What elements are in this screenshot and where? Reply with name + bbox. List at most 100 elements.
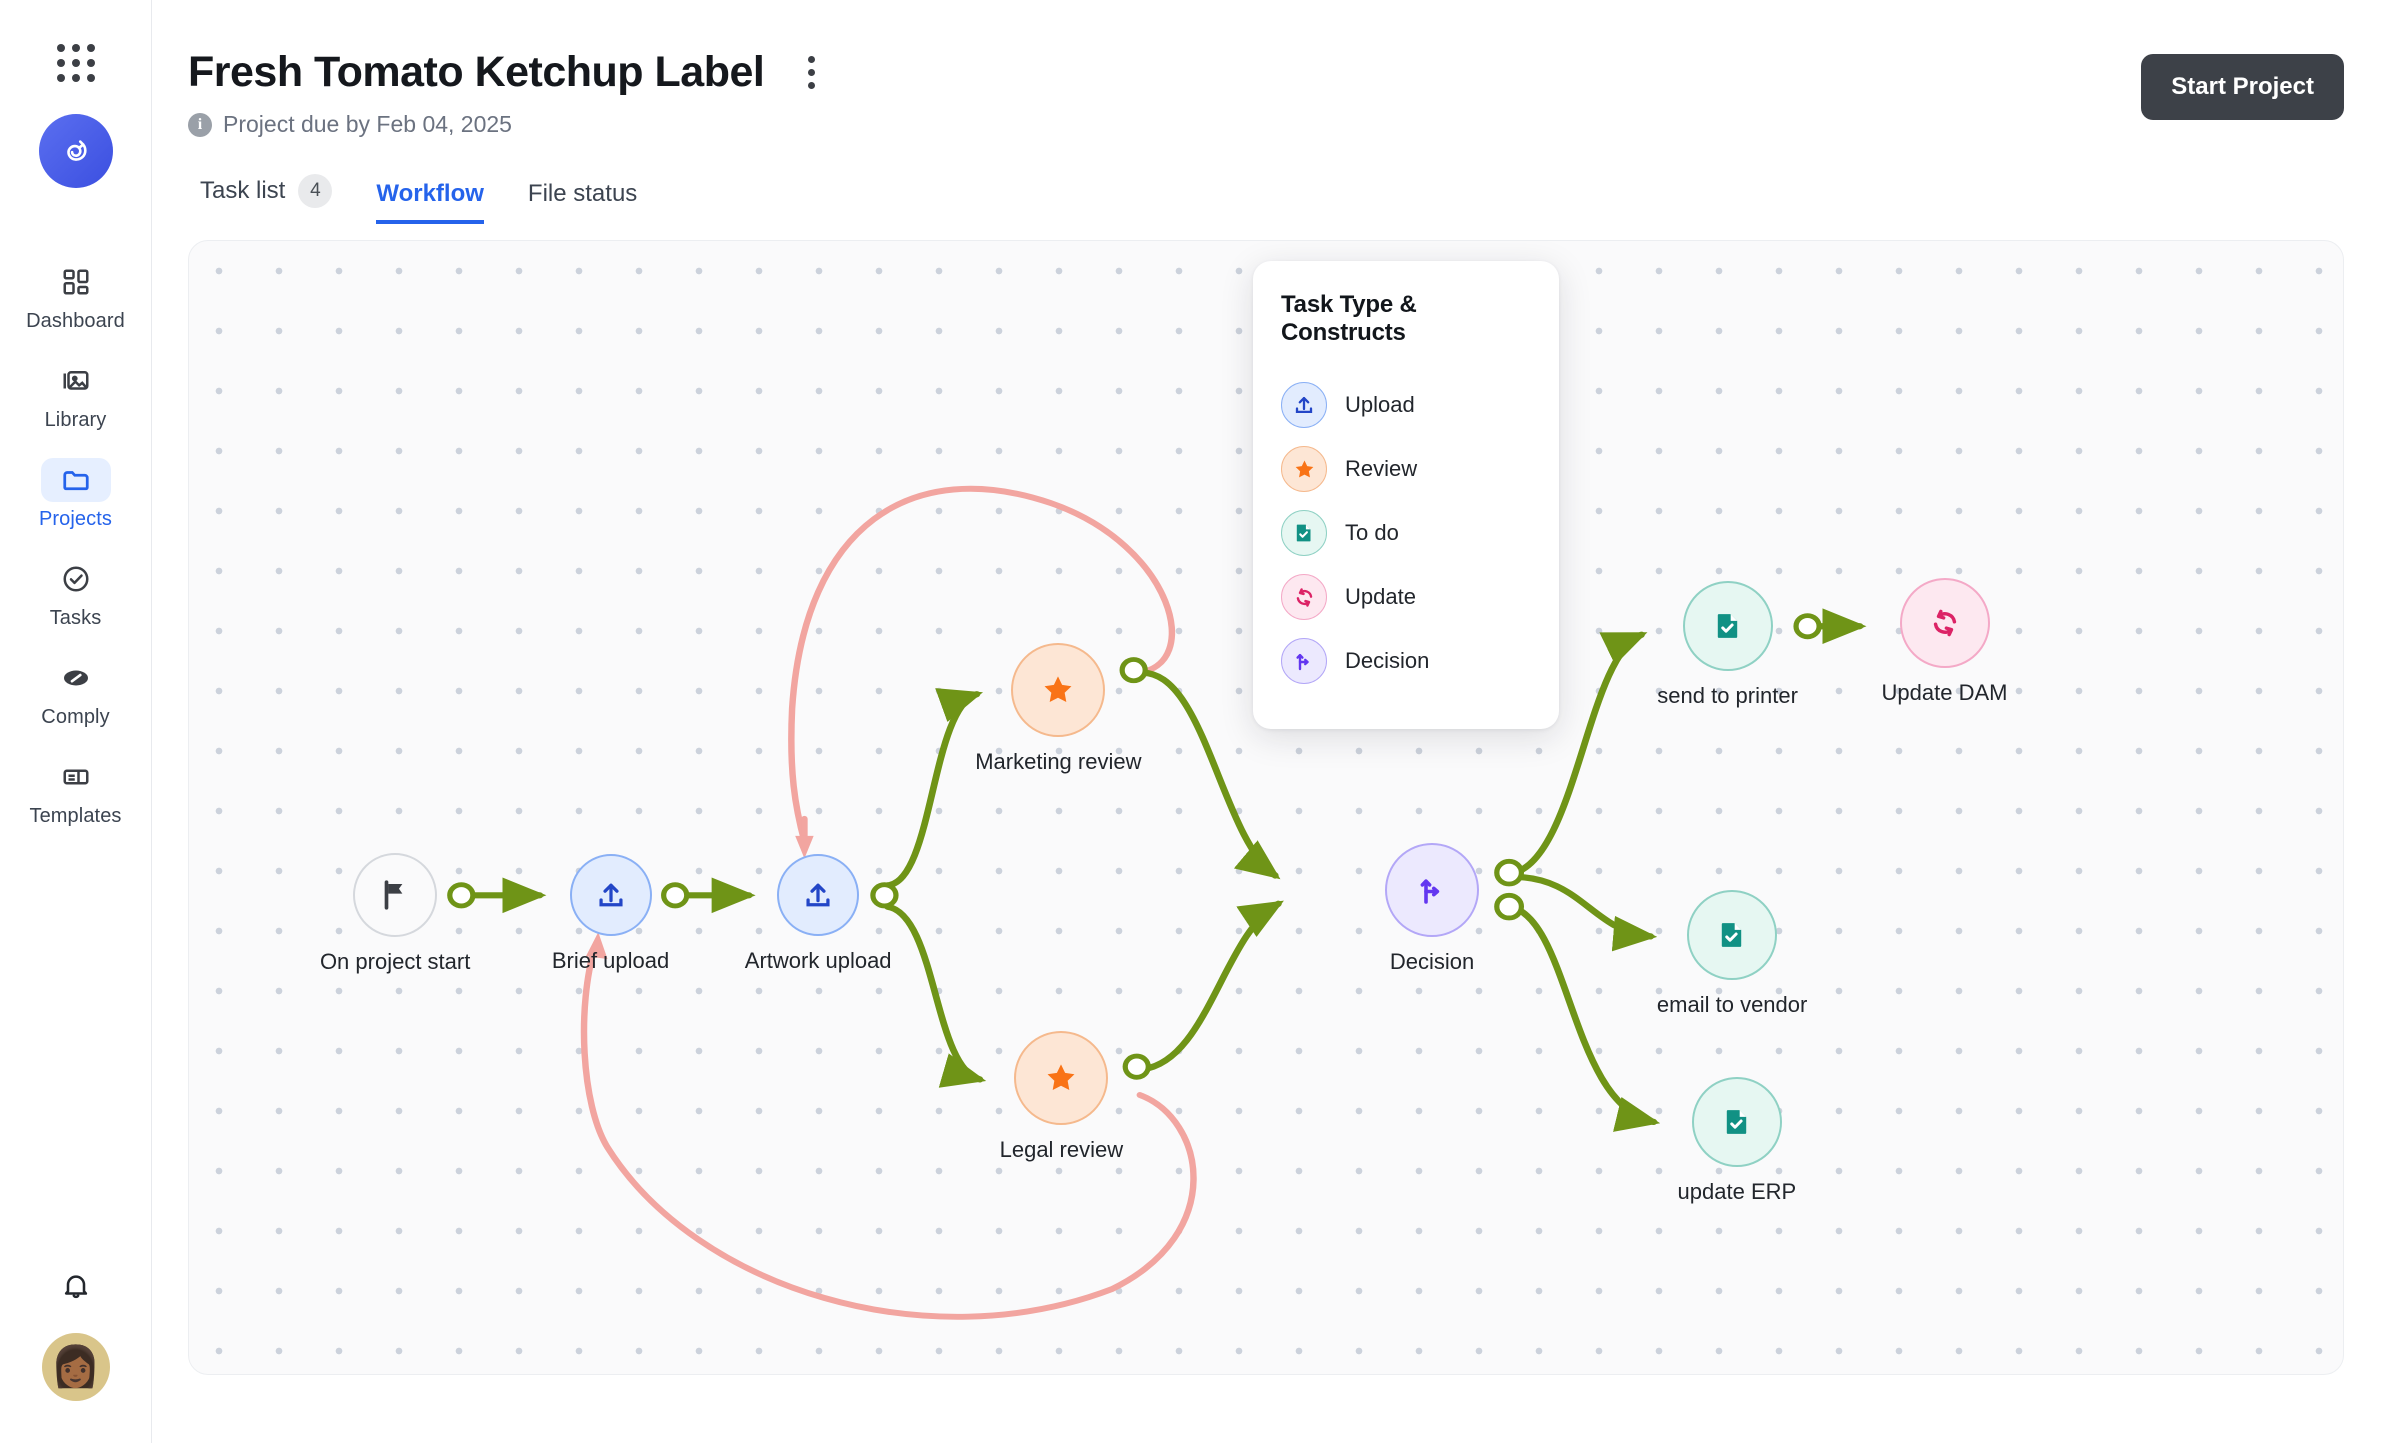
workflow-node-legal-review[interactable]: Legal review xyxy=(1000,1031,1123,1162)
legend-item-to-do[interactable]: To do xyxy=(1281,501,1531,565)
edge-decision-to-printer xyxy=(1507,631,1648,878)
legend-label: Review xyxy=(1345,456,1418,481)
upload-icon xyxy=(1281,382,1327,428)
review-node-circle xyxy=(1014,1031,1109,1126)
folder-icon xyxy=(40,458,111,502)
edge-artwork-to-marketing xyxy=(884,688,984,889)
tab-label: Task list xyxy=(200,177,286,204)
workflow-node-artwork-upload[interactable]: Artwork upload xyxy=(745,854,892,973)
tab-label: Workflow xyxy=(376,180,484,207)
node-label: Update DAM xyxy=(1881,680,2008,706)
upload-icon xyxy=(806,883,830,907)
workflow-node-decision[interactable]: Decision xyxy=(1385,842,1480,974)
legend-item-review[interactable]: Review xyxy=(1281,437,1531,501)
review-node-circle xyxy=(1011,643,1106,737)
sidebar-item-label: Tasks xyxy=(49,607,102,629)
tab-task-list[interactable]: Task list 4 xyxy=(200,174,333,224)
node-label: Legal review xyxy=(999,1137,1124,1163)
decision-node-circle xyxy=(1385,842,1480,937)
workflow-node-start[interactable]: On project start xyxy=(320,853,470,974)
legend-label: Upload xyxy=(1345,392,1415,417)
workflow-node-brief-upload[interactable]: Brief upload xyxy=(552,854,669,973)
sidebar-item-label: Projects xyxy=(38,508,113,530)
start-project-button[interactable]: Start Project xyxy=(2141,54,2344,120)
legend-label: Update xyxy=(1345,584,1416,609)
workflow-node-update-dam[interactable]: Update DAM xyxy=(1882,578,2007,705)
templates-icon xyxy=(41,755,111,799)
upload-node-circle xyxy=(569,854,652,937)
star-icon xyxy=(1047,1064,1075,1091)
todo-node-circle xyxy=(1691,1076,1782,1167)
workflow-canvas[interactable]: On project start Brief upload xyxy=(188,240,2344,1375)
edge-marketing-arrow-tip xyxy=(795,835,814,859)
handle-decision-out-2[interactable] xyxy=(1494,892,1525,921)
handle-marketing-out[interactable] xyxy=(1119,657,1148,684)
workflow-node-send-to-printer[interactable]: send to printer xyxy=(1657,581,1798,708)
sidebar-item-label: Comply xyxy=(41,706,110,728)
refresh-icon xyxy=(1281,574,1327,620)
grid-apps-icon[interactable] xyxy=(56,44,95,82)
edge-marketing-to-decision xyxy=(1134,669,1281,880)
node-label: Decision xyxy=(1389,948,1475,974)
handle-legal-out[interactable] xyxy=(1122,1053,1151,1080)
flag-icon xyxy=(384,880,403,910)
star-icon xyxy=(1044,676,1072,703)
gauge-icon xyxy=(41,656,111,700)
handle-printer-out[interactable] xyxy=(1793,613,1822,640)
brand-spiral-logo[interactable] xyxy=(38,114,113,188)
node-label: Brief upload xyxy=(551,948,670,974)
sidebar-item-label: Dashboard xyxy=(26,310,125,332)
legend-item-update[interactable]: Update xyxy=(1281,565,1531,629)
project-due-row: i Project due by Feb 04, 2025 xyxy=(188,111,2141,138)
sidebar-item-comply[interactable]: Comply xyxy=(20,646,132,733)
legend-item-upload[interactable]: Upload xyxy=(1281,373,1531,437)
legend-label: Decision xyxy=(1345,648,1430,673)
workflow-node-marketing-review[interactable]: Marketing review xyxy=(975,643,1141,774)
bell-icon[interactable] xyxy=(60,1270,92,1307)
kebab-menu-icon[interactable] xyxy=(796,51,826,95)
tab-workflow[interactable]: Workflow xyxy=(376,180,484,224)
sidebar-nav: Dashboard Library xyxy=(0,250,151,832)
star-icon xyxy=(1281,446,1327,492)
refresh-icon xyxy=(1933,610,1956,637)
sidebar-item-dashboard[interactable]: Dashboard xyxy=(20,250,132,337)
branch-icon xyxy=(1281,638,1327,684)
page-title: Fresh Tomato Ketchup Label xyxy=(188,48,765,96)
handle-decision-out-1[interactable] xyxy=(1494,858,1525,887)
handle-artwork-out[interactable] xyxy=(870,882,899,909)
upload-icon xyxy=(598,883,623,907)
legend-item-decision[interactable]: Decision xyxy=(1281,629,1531,693)
edge-decision-to-vendor xyxy=(1507,873,1658,952)
check-circle-icon xyxy=(41,557,111,601)
workflow-node-update-erp[interactable]: update ERP xyxy=(1678,1076,1796,1204)
workflow-edges xyxy=(447,485,1867,1320)
avatar-glyph: 👩🏾 xyxy=(50,1345,101,1389)
project-due-text: Project due by Feb 04, 2025 xyxy=(223,111,512,137)
edge-artwork-to-legal xyxy=(884,903,987,1088)
main-content: Fresh Tomato Ketchup Label i Project due… xyxy=(152,0,2400,1443)
library-icon xyxy=(41,359,111,403)
edge-legal-to-brief xyxy=(580,943,1197,1320)
workflow-node-email-to-vendor[interactable]: email to vendor xyxy=(1657,889,1807,1017)
tab-file-status[interactable]: File status xyxy=(528,180,637,224)
sidebar-item-projects[interactable]: Projects xyxy=(20,448,132,535)
legend-label: To do xyxy=(1345,520,1399,545)
tab-bar: Task list 4 Workflow File status xyxy=(188,174,2344,224)
sidebar-item-library[interactable]: Library xyxy=(20,349,132,436)
page-header: Fresh Tomato Ketchup Label i Project due… xyxy=(188,48,2344,138)
handle-brief-out[interactable] xyxy=(661,882,690,909)
handle-start-out[interactable] xyxy=(447,882,476,909)
sidebar-item-templates[interactable]: Templates xyxy=(20,745,132,832)
legend-title: Task Type & Constructs xyxy=(1281,291,1417,346)
update-node-circle xyxy=(1899,578,1990,669)
node-label: email to vendor xyxy=(1656,991,1808,1017)
edge-legal-arrow-tip xyxy=(585,932,608,960)
info-icon: i xyxy=(188,112,212,137)
doc-check-icon xyxy=(1726,1110,1747,1134)
sidebar-item-tasks[interactable]: Tasks xyxy=(20,547,132,634)
todo-node-circle xyxy=(1687,889,1778,980)
avatar[interactable]: 👩🏾 xyxy=(41,1333,110,1401)
edge-legal-to-decision xyxy=(1137,900,1284,1073)
task-count-badge: 4 xyxy=(298,174,333,208)
